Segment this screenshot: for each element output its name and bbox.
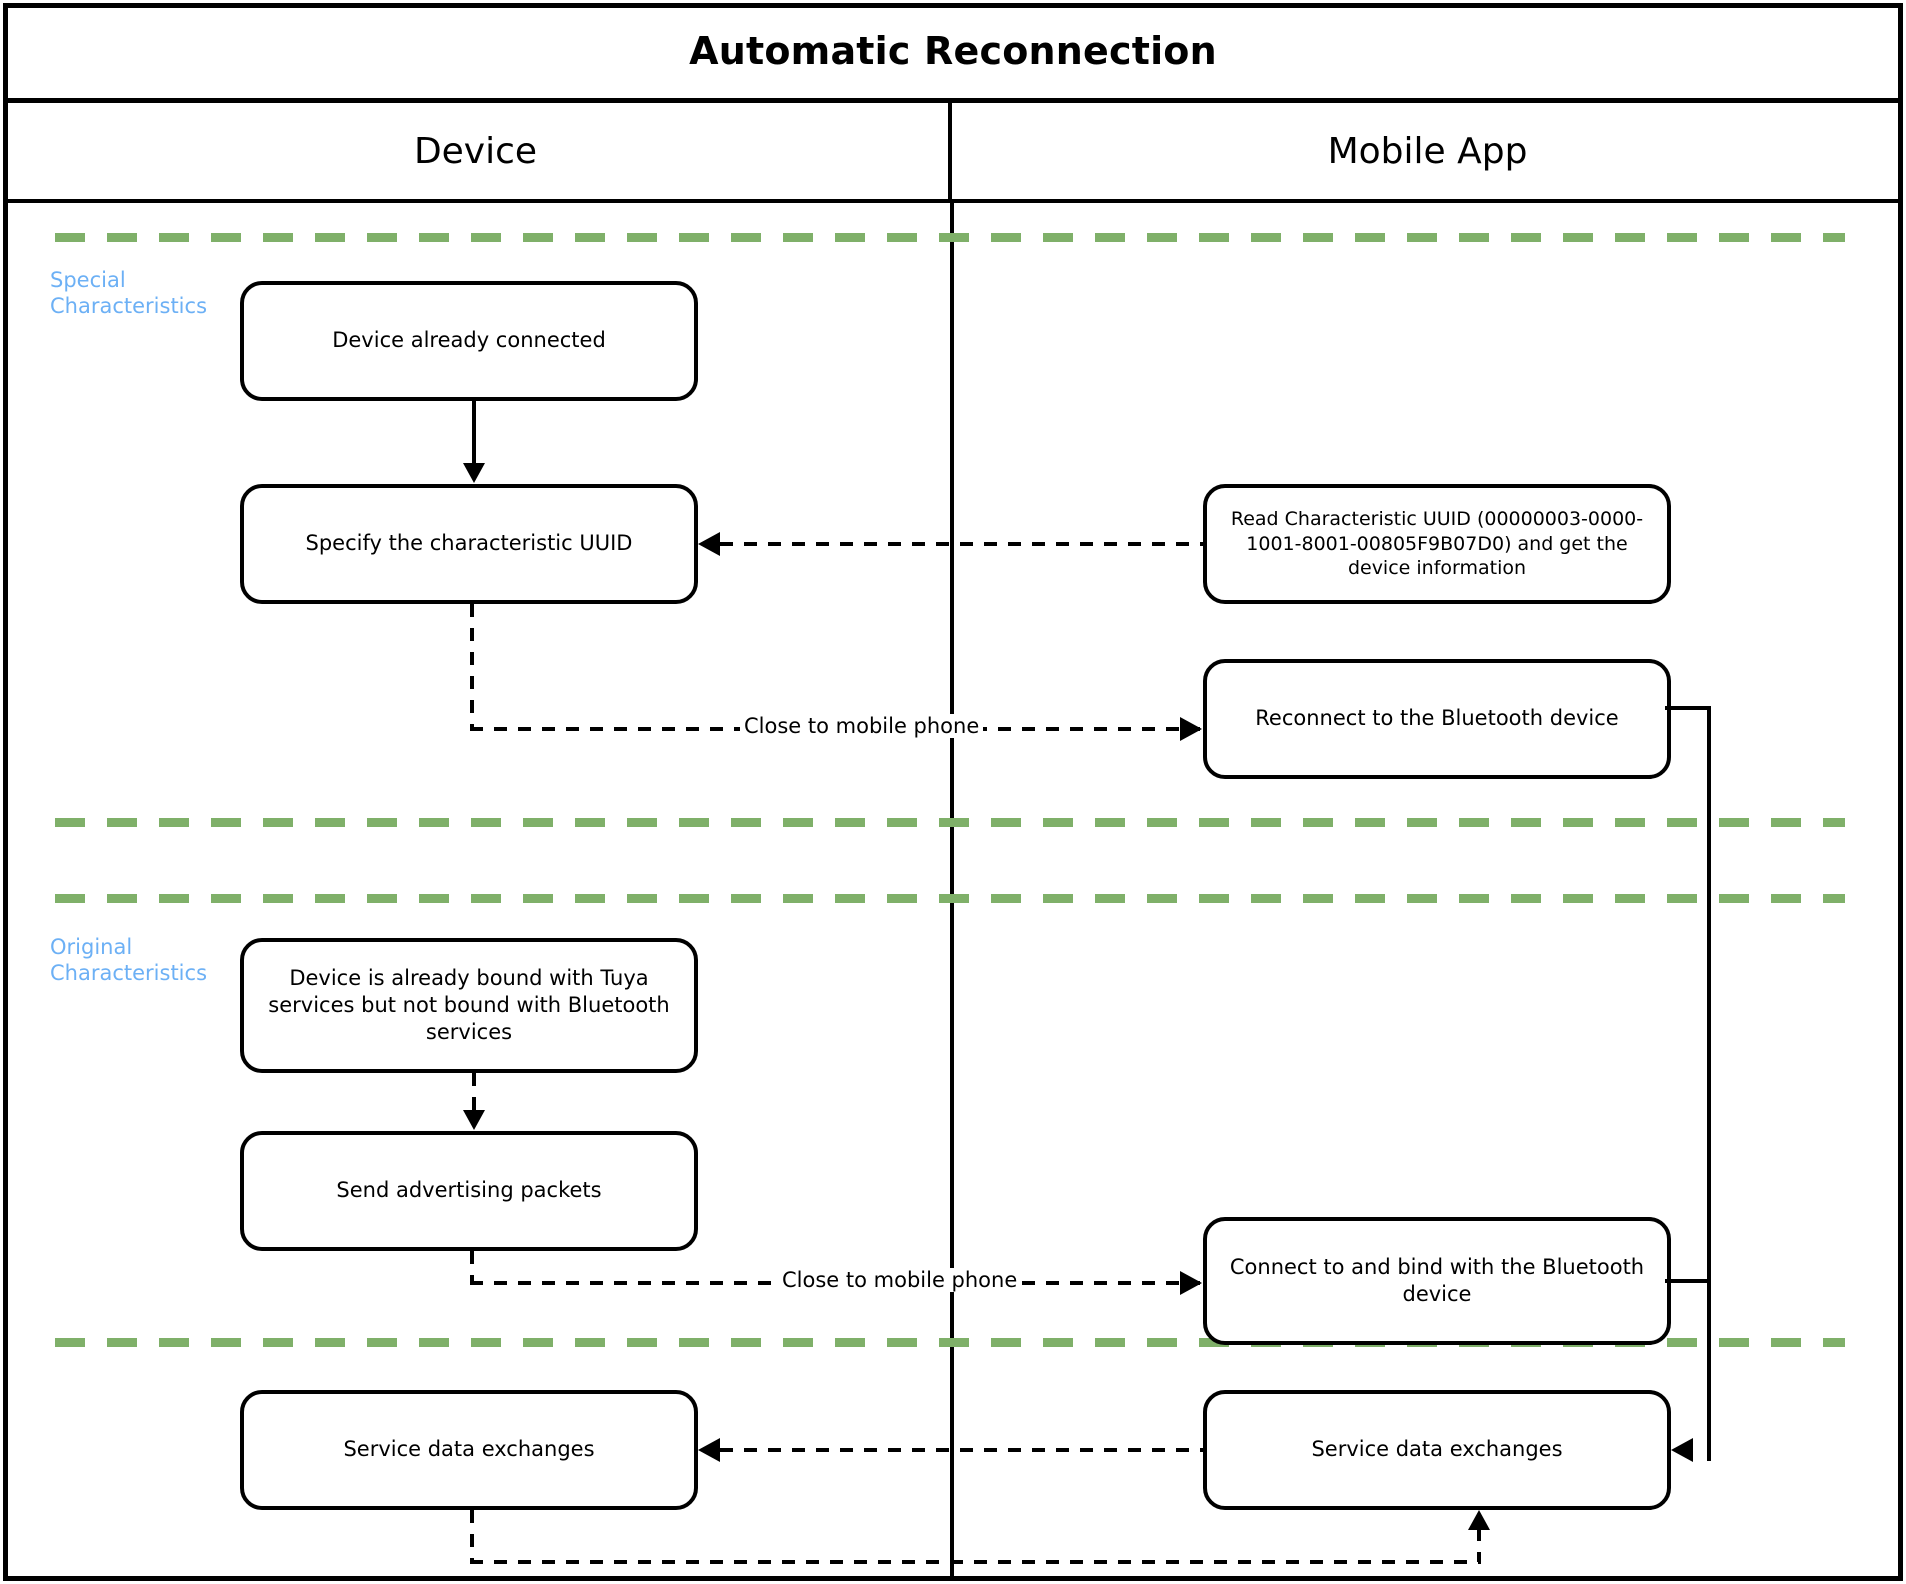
diagram-title-bar: Automatic Reconnection [3, 3, 1903, 103]
node-label: Specify the characteristic UUID [305, 531, 633, 556]
arrowhead-left-service-exchange-app [1671, 1438, 1693, 1462]
arrowhead-right-connect-bind [1180, 1271, 1202, 1295]
node-specify-characteristic-uuid[interactable]: Specify the characteristic UUID [240, 484, 698, 604]
section-separator-bottom [55, 1338, 1845, 1347]
node-device-already-connected[interactable]: Device already connected [240, 281, 698, 401]
node-service-data-exchanges-app[interactable]: Service data exchanges [1203, 1390, 1671, 1510]
lane-label-device: Device [413, 130, 538, 172]
connector-loop-up-to-app [1477, 1528, 1481, 1562]
node-send-advertising-packets[interactable]: Send advertising packets [240, 1131, 698, 1251]
lane-divider [950, 203, 954, 1579]
node-label: Send advertising packets [336, 1178, 602, 1203]
connector-loop-down-from-device [470, 1510, 474, 1562]
section-label-special-line1: Special [50, 268, 126, 292]
section-label-original-line1: Original [50, 935, 133, 959]
node-label: Device already connected [332, 328, 606, 353]
section-separator-mid-a [55, 818, 1845, 827]
lane-header-mobile-app: Mobile App [952, 103, 1903, 203]
section-label-original: Original Characteristics [50, 935, 225, 986]
arrowhead-right-reconnect [1180, 717, 1202, 741]
section-label-special-line2: Characteristics [50, 293, 208, 318]
node-connect-and-bind[interactable]: Connect to and bind with the Bluetooth d… [1203, 1217, 1671, 1345]
node-label: Connect to and bind with the Bluetooth d… [1229, 1254, 1645, 1306]
section-separator-mid-b [55, 894, 1845, 903]
arrowhead-left-service-exchange-device [698, 1438, 720, 1462]
arrowhead-down-advertising [463, 1110, 485, 1130]
section-separator-top [55, 233, 1845, 242]
node-label: Service data exchanges [1311, 1437, 1563, 1462]
node-label: Reconnect to the Bluetooth device [1255, 706, 1619, 731]
node-read-characteristic-uuid[interactable]: Read Characteristic UUID (00000003-0000-… [1203, 484, 1671, 604]
arrowhead-up-service-exchange-app [1468, 1510, 1490, 1530]
section-label-original-line2: Characteristics [50, 960, 208, 985]
node-label: Service data exchanges [343, 1437, 595, 1462]
edge-label-close-to-mobile-phone-1: Close to mobile phone [740, 714, 984, 738]
edge-label-text: Close to mobile phone [744, 714, 980, 738]
section-label-special: Special Characteristics [50, 268, 225, 319]
connector-read-uuid-to-specify [720, 542, 1203, 546]
rail-right-vertical [1707, 706, 1711, 1461]
node-device-already-bound[interactable]: Device is already bound with Tuya servic… [240, 938, 698, 1073]
connector-advertising-down [470, 1251, 474, 1284]
connector-specify-uuid-down [470, 604, 474, 729]
lane-header-device: Device [3, 103, 952, 203]
edge-label-close-to-mobile-phone-2: Close to mobile phone [778, 1268, 1022, 1292]
diagram-title: Automatic Reconnection [689, 28, 1217, 73]
rail-connect-bind-stub [1665, 1279, 1711, 1283]
connector-service-exchange-app-to-device [720, 1448, 1203, 1452]
node-service-data-exchanges-device[interactable]: Service data exchanges [240, 1390, 698, 1510]
lane-label-mobile-app: Mobile App [1327, 130, 1528, 172]
arrowhead-down-specify [463, 463, 485, 483]
arrowhead-left-specify-uuid [698, 532, 720, 556]
rail-reconnect-exit [1665, 706, 1711, 710]
node-reconnect-bluetooth-device[interactable]: Reconnect to the Bluetooth device [1203, 659, 1671, 779]
node-label: Read Characteristic UUID (00000003-0000-… [1230, 507, 1644, 580]
node-label: Device is already bound with Tuya servic… [268, 965, 670, 1045]
connector-loop-bottom [470, 1560, 1481, 1564]
connector-bound-to-advertising [472, 1073, 476, 1118]
connector-device-connected-to-specify [472, 401, 476, 471]
edge-label-text: Close to mobile phone [782, 1268, 1018, 1292]
